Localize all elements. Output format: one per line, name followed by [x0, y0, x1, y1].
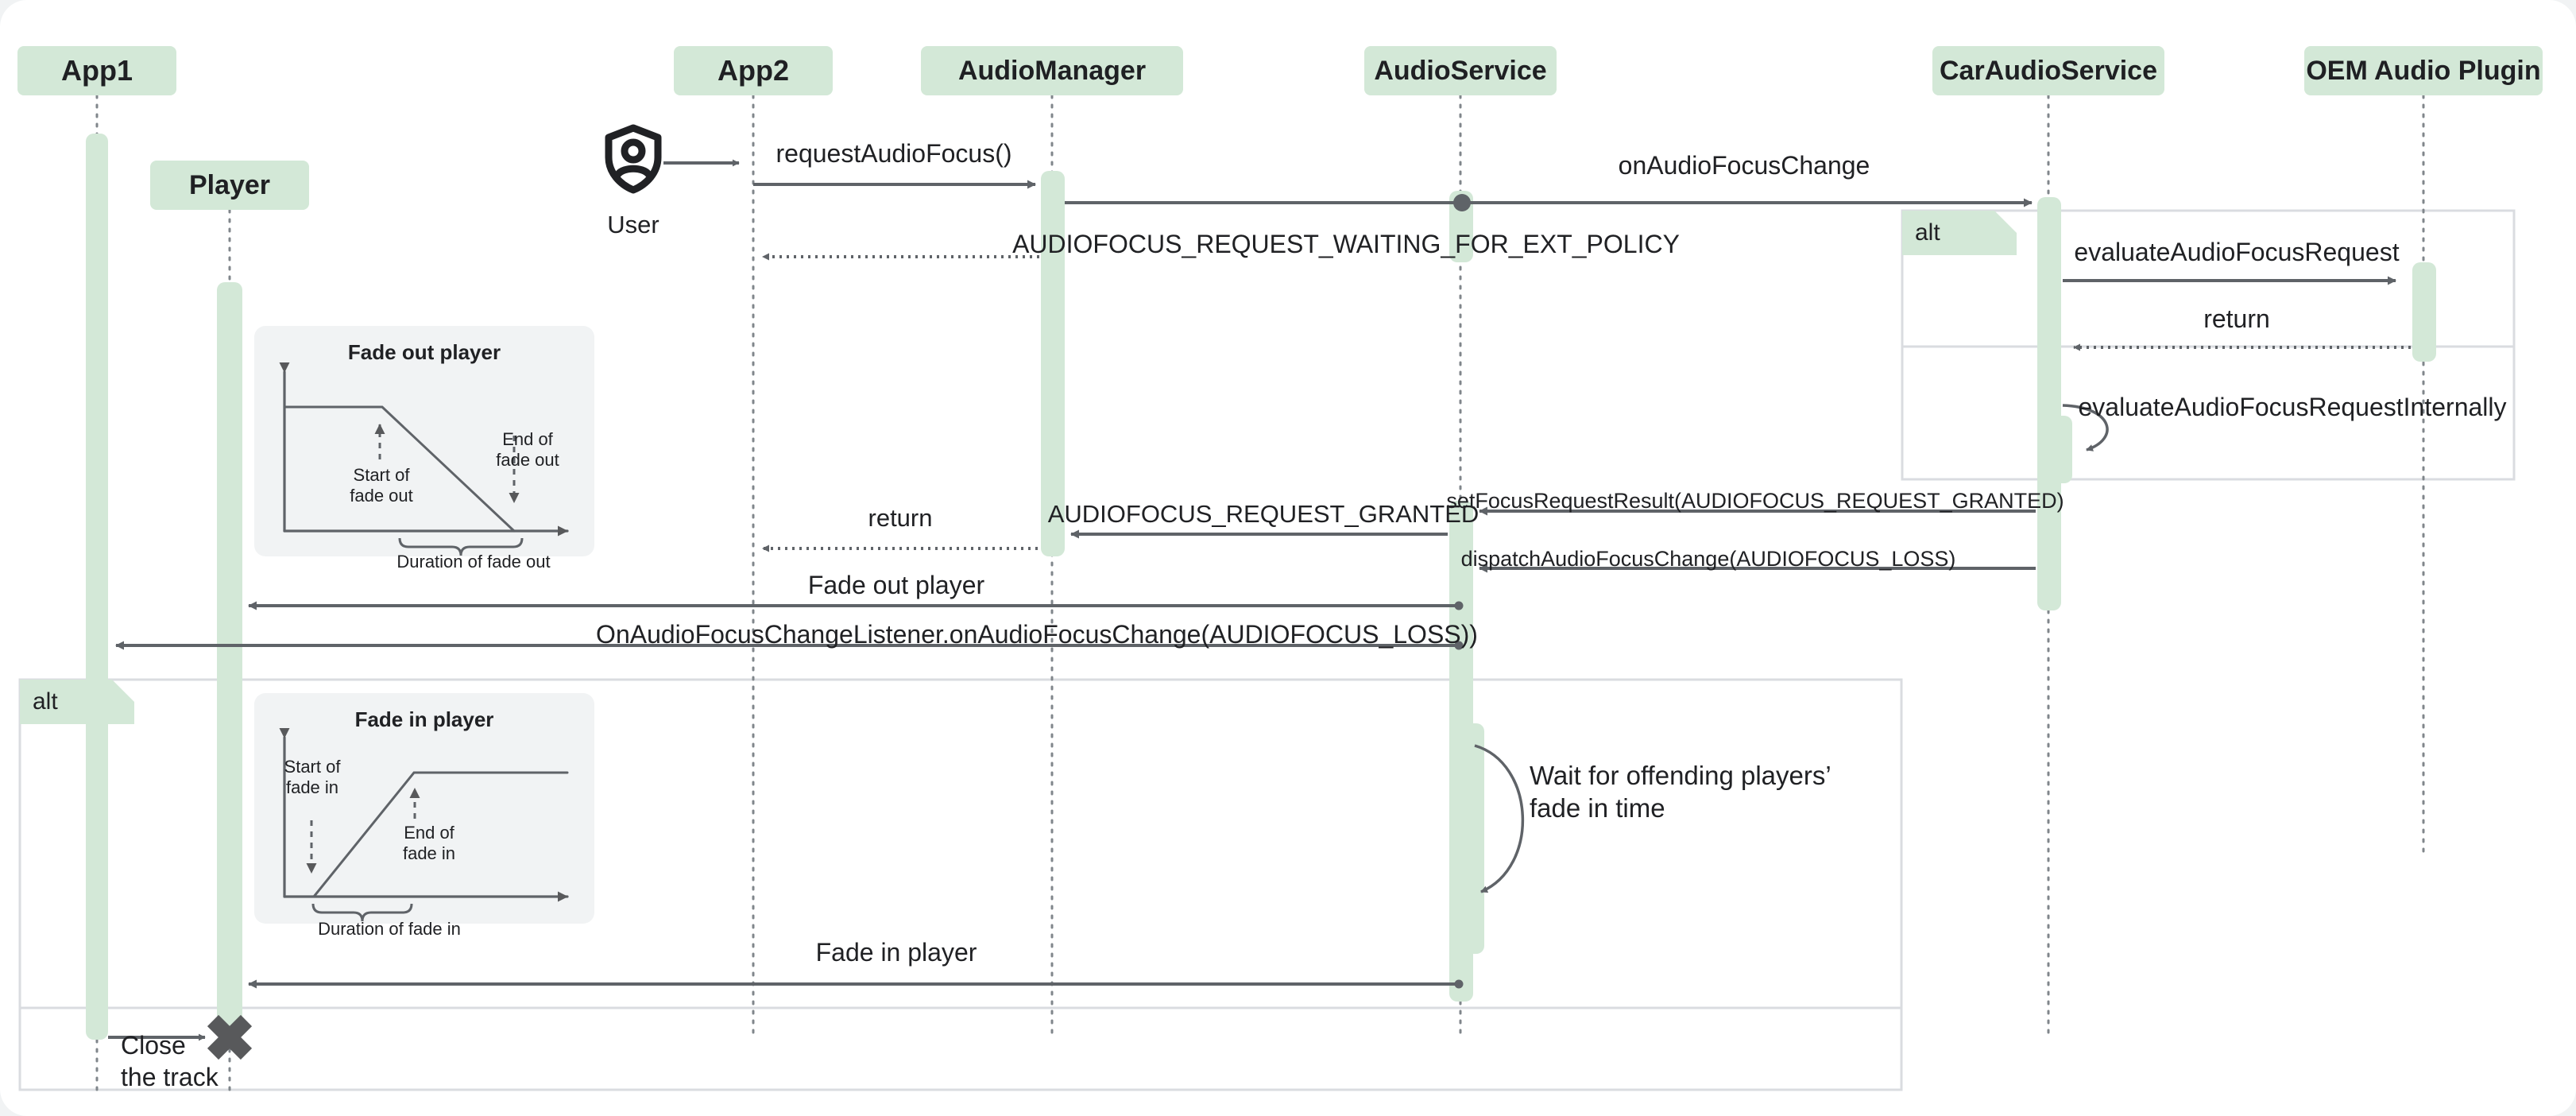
- fade-in-start-annotation: Start of fade in: [284, 757, 341, 797]
- activation-caraudioservice: [2037, 197, 2061, 610]
- shield-person-icon: [605, 124, 662, 194]
- fade-out-duration-annotation: Duration of fade out: [396, 552, 551, 572]
- fade-in-end-annotation: End of fade in: [402, 823, 456, 863]
- participant-app2-label: App2: [717, 54, 789, 87]
- participant-player[interactable]: Player: [150, 161, 309, 210]
- message-label-fade-in-player: Fade in player: [815, 938, 977, 967]
- arrow-onaudiofocuschange-anchor: [1453, 194, 1471, 211]
- activation-audioservice-self: [1460, 723, 1484, 954]
- fade-in-chart: [254, 693, 594, 924]
- activation-app1: [86, 134, 108, 1040]
- participant-app1[interactable]: App1: [17, 46, 176, 95]
- message-label-close-the-track: Close the track: [121, 1031, 219, 1091]
- arrow-evaluate-internally-self: [2062, 404, 2109, 451]
- fragment-alt-oem-label: alt: [1902, 211, 1994, 255]
- message-label-requestaudiofocus: requestAudioFocus(): [776, 139, 1012, 168]
- participant-audiomanager-label: AudioManager: [957, 55, 1147, 86]
- participant-audioservice-label: AudioService: [1374, 55, 1547, 86]
- message-label-fade-out-player: Fade out player: [807, 571, 985, 599]
- activation-audiomanager: [1041, 171, 1065, 556]
- message-label-dispatchaudiofocuschange: dispatchAudioFocusChange(AUDIOFOCUS_LOSS…: [1460, 547, 1956, 571]
- participant-app2[interactable]: App2: [674, 46, 833, 95]
- fade-out-duration-brace: [398, 537, 524, 556]
- message-label-onaudiofocuschangelistener: OnAudioFocusChangeListener.onAudioFocusC…: [596, 620, 1478, 649]
- message-label-evaluateaudiofocusrequest: evaluateAudioFocusRequest: [2074, 238, 2400, 266]
- fragment-alt-main-label: alt: [20, 680, 112, 724]
- fade-out-end-annotation: End of fade out: [496, 429, 559, 470]
- participant-audiomanager[interactable]: AudioManager: [921, 46, 1183, 95]
- message-label-onaudiofocuschange: onAudioFocusChange: [1618, 151, 1870, 180]
- actor-user-label: User: [607, 211, 659, 238]
- arrow-wait-fade-in-self: [1474, 744, 1524, 893]
- activation-caraudioservice-self: [2048, 416, 2072, 483]
- participant-oemplugin-label: OEM Audio Plugin: [2306, 55, 2541, 86]
- x-destroy-icon: [207, 1014, 253, 1060]
- fade-in-duration-brace: [311, 903, 413, 922]
- message-label-audiomanager-return: return: [868, 504, 933, 532]
- message-label-evaluate-internally: evaluateAudioFocusRequestInternally: [2078, 393, 2507, 421]
- activation-bars: [86, 134, 2436, 1040]
- message-label-waiting-ext-policy: AUDIOFOCUS_REQUEST_WAITING_FOR_EXT_POLIC…: [1012, 230, 1680, 258]
- message-label-wait-fade-in: Wait for offending players’ fade in time: [1530, 761, 1831, 823]
- participant-caraudioservice-label: CarAudioService: [1940, 55, 2157, 86]
- fade-in-chart-title: Fade in player: [354, 707, 494, 731]
- fade-out-chart: [254, 326, 594, 556]
- fade-out-chart-title: Fade out player: [347, 340, 501, 364]
- fade-out-start-annotation: Start of fade out: [350, 465, 413, 506]
- activation-player: [217, 282, 242, 1037]
- participant-app1-label: App1: [61, 54, 133, 87]
- participant-oemplugin[interactable]: OEM Audio Plugin: [2304, 46, 2543, 95]
- participant-player-label: Player: [188, 169, 271, 200]
- message-label-oem-return: return: [2203, 304, 2270, 333]
- participant-audioservice[interactable]: AudioService: [1364, 46, 1557, 95]
- activation-oemplugin: [2412, 262, 2436, 362]
- fade-in-duration-annotation: Duration of fade in: [318, 919, 461, 939]
- message-label-setfocusrequestresult: setFocusRequestResult(AUDIOFOCUS_REQUEST…: [1446, 489, 2064, 513]
- message-label-audiofocus-request-granted: AUDIOFOCUS_REQUEST_GRANTED: [1047, 500, 1479, 528]
- participant-caraudioservice[interactable]: CarAudioService: [1932, 46, 2164, 95]
- message-arrows: [108, 159, 2411, 1041]
